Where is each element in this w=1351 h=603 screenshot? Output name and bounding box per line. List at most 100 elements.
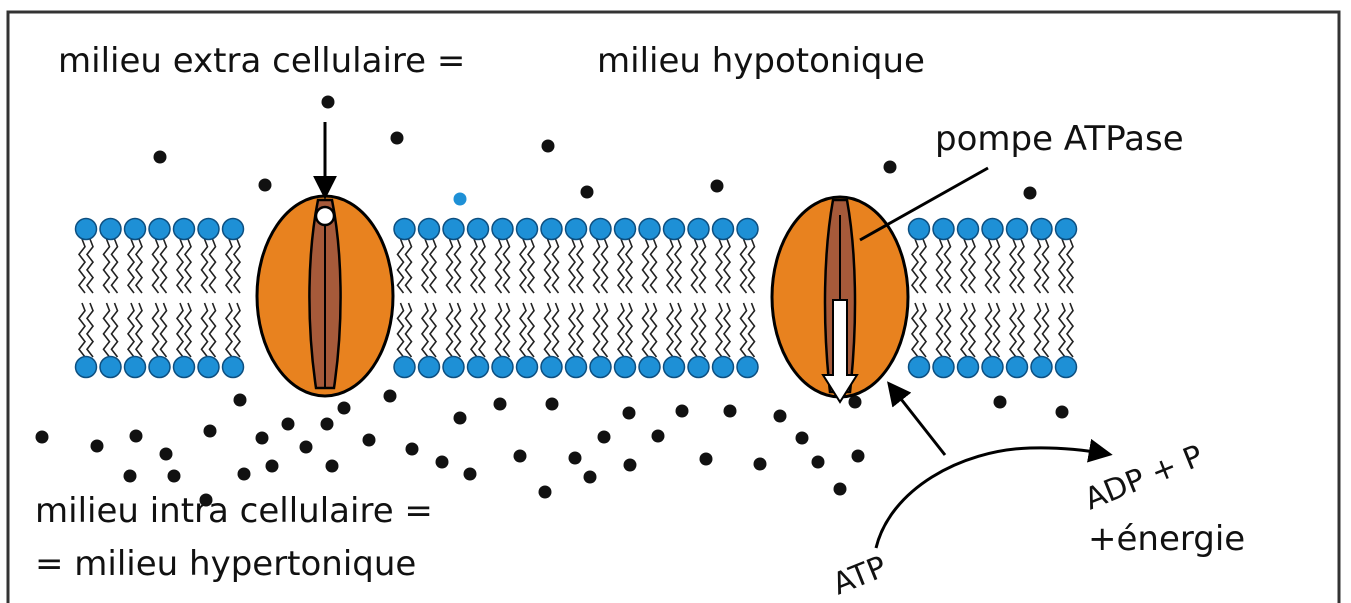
lipid-tail xyxy=(234,303,240,357)
phospholipid-head xyxy=(394,219,415,240)
atp-reaction-arrow xyxy=(876,448,1108,548)
lipid-tail xyxy=(496,239,502,293)
solute-dot xyxy=(724,405,737,418)
phospholipid-head xyxy=(468,357,489,378)
lipid-tail xyxy=(447,239,453,293)
solute-dot xyxy=(36,431,49,444)
phospholipid-head xyxy=(1056,357,1077,378)
lipid-tail xyxy=(528,239,534,293)
phospholipid-head xyxy=(419,219,440,240)
lipid-tail xyxy=(185,239,191,293)
lipid-tail xyxy=(602,303,608,357)
intracellular-label: milieu intra cellulaire = xyxy=(35,491,433,531)
solute-dot xyxy=(322,96,335,109)
solute-dot xyxy=(300,441,313,454)
lipid-tail xyxy=(136,239,142,293)
lipid-tail xyxy=(398,239,404,293)
lipid-tail xyxy=(177,303,183,357)
phospholipid-head xyxy=(174,357,195,378)
lipid-tail xyxy=(504,303,510,357)
solute-dot xyxy=(834,483,847,496)
lipid-tail xyxy=(700,303,706,357)
lipid-tail xyxy=(969,239,975,293)
lipid-tail xyxy=(618,303,624,357)
lipid-tail xyxy=(618,239,624,293)
lipid-tail xyxy=(479,303,485,357)
lipid-tail xyxy=(1018,303,1024,357)
phospholipid-head xyxy=(541,357,562,378)
lipid-tail xyxy=(602,239,608,293)
solute-dot xyxy=(623,407,636,420)
lipid-tail xyxy=(177,239,183,293)
lipid-tail xyxy=(104,239,110,293)
lipid-tail xyxy=(79,303,85,357)
phospholipid-head xyxy=(688,357,709,378)
lipid-tail xyxy=(724,303,730,357)
phospholipid-head xyxy=(909,219,930,240)
lipid-tail xyxy=(700,239,706,293)
phospholipid-head xyxy=(982,219,1003,240)
water-molecule xyxy=(454,193,467,206)
lipid-tail xyxy=(128,303,134,357)
lipid-tail xyxy=(136,303,142,357)
lipid-tail xyxy=(912,239,918,293)
lipid-tail xyxy=(430,239,436,293)
lipid-tail xyxy=(643,303,649,357)
phospholipid-head xyxy=(149,219,170,240)
lipid-tail xyxy=(1043,303,1049,357)
phospholipid-head xyxy=(639,357,660,378)
solute-dot xyxy=(259,179,272,192)
lipid-tail xyxy=(471,239,477,293)
phospholipid-heads xyxy=(76,219,1077,378)
lipid-tail xyxy=(430,303,436,357)
solute-dot xyxy=(852,450,865,463)
lipid-tail xyxy=(994,239,1000,293)
lipid-tail xyxy=(569,239,575,293)
phospholipid-head xyxy=(933,357,954,378)
solute-dot xyxy=(391,132,404,145)
phospholipid-head xyxy=(615,357,636,378)
phospholipid-head xyxy=(909,357,930,378)
solute-dot xyxy=(700,453,713,466)
phospholipid-head xyxy=(982,357,1003,378)
lipid-tail xyxy=(945,303,951,357)
lipid-tail xyxy=(667,303,673,357)
phospholipid-head xyxy=(737,357,758,378)
phospholipid-head xyxy=(664,357,685,378)
solute-dot xyxy=(238,468,251,481)
lipid-tail xyxy=(202,303,208,357)
lipid-tail xyxy=(969,303,975,357)
lipid-tail xyxy=(87,303,93,357)
lipid-tail xyxy=(455,303,461,357)
lipid-tail xyxy=(1059,239,1065,293)
solute-dot xyxy=(812,456,825,469)
phospholipid-head xyxy=(198,219,219,240)
solute-dot xyxy=(849,396,862,409)
lipid-tail xyxy=(912,303,918,357)
solute-dot xyxy=(546,398,559,411)
lipid-tail xyxy=(455,239,461,293)
solute-dot xyxy=(454,412,467,425)
lipid-tail xyxy=(716,239,722,293)
phospholipid-head xyxy=(100,357,121,378)
lipid-tail xyxy=(128,239,134,293)
lipid-tail xyxy=(422,239,428,293)
lipid-tail xyxy=(185,303,191,357)
lipid-tail xyxy=(986,303,992,357)
lipid-tail xyxy=(153,303,159,357)
hypotonic-label: milieu hypotonique xyxy=(597,41,925,81)
lipid-tail xyxy=(994,303,1000,357)
phospholipid-head xyxy=(76,357,97,378)
lipid-tail xyxy=(920,303,926,357)
phospholipid-head xyxy=(76,219,97,240)
solute-dot xyxy=(796,432,809,445)
lipid-tail xyxy=(1010,239,1016,293)
lipid-tail xyxy=(961,239,967,293)
phospholipid-head xyxy=(517,219,538,240)
lipid-tail xyxy=(1067,303,1073,357)
phospholipid-head xyxy=(688,219,709,240)
phospholipid-head xyxy=(223,219,244,240)
phospholipid-head xyxy=(492,357,513,378)
pump-protein xyxy=(772,197,908,402)
